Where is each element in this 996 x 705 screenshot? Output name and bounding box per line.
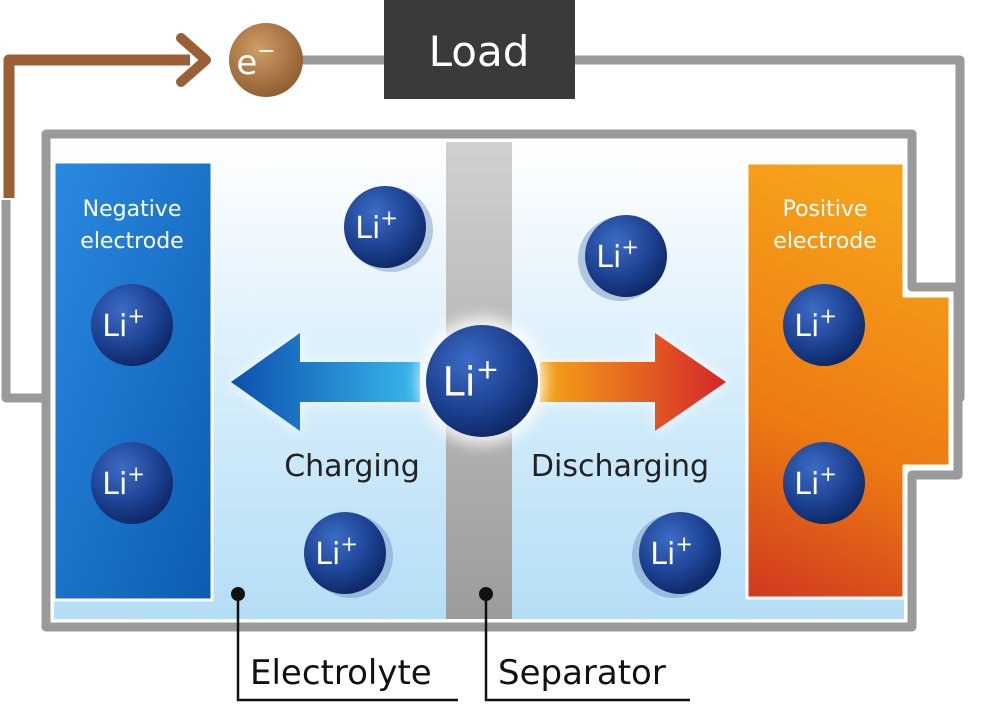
li-ion-negative-upper: Li+ xyxy=(91,284,173,366)
negative-electrode: Negative electrode xyxy=(52,160,214,602)
load-label: Load xyxy=(429,27,530,76)
li-ion-symbol: Li xyxy=(650,537,675,572)
electrolyte-callout: Electrolyte xyxy=(231,587,458,702)
svg-text:Li+: Li+ xyxy=(102,462,145,502)
svg-text:Li+: Li+ xyxy=(442,353,499,406)
li-ion-center-moving: Li+ xyxy=(418,317,546,445)
negative-electrode-label-line1: Negative xyxy=(83,197,182,222)
li-ion-positive-upper: Li+ xyxy=(783,284,865,366)
li-ion-electrolyte-top-right: Li+ xyxy=(578,215,667,301)
separator-label: Separator xyxy=(498,653,666,693)
li-ion-symbol: Li xyxy=(315,537,340,572)
li-ion-symbol: Li xyxy=(794,467,819,502)
positive-electrode-label-line1: Positive xyxy=(783,197,868,222)
discharging-arrow-icon xyxy=(540,333,726,431)
electron: e− xyxy=(229,23,303,97)
li-ion-symbol: Li xyxy=(596,240,621,275)
li-ion-symbol: Li xyxy=(442,359,475,405)
svg-text:e−: e− xyxy=(236,39,275,83)
svg-text:Li+: Li+ xyxy=(650,532,693,572)
li-ion-charge: + xyxy=(675,532,693,556)
separator-callout: Separator xyxy=(479,587,690,702)
li-ion-charge: + xyxy=(819,462,837,486)
svg-text:Li+: Li+ xyxy=(102,304,145,344)
discharging-label: Discharging xyxy=(531,449,709,484)
li-ion-positive-lower: Li+ xyxy=(783,442,865,524)
svg-text:Li+: Li+ xyxy=(315,532,358,572)
li-ion-charge: + xyxy=(621,235,639,259)
li-ion-charge: + xyxy=(340,532,358,556)
li-ion-charge: + xyxy=(127,462,145,486)
negative-electrode-label-line2: electrode xyxy=(80,229,183,254)
electron-symbol: e xyxy=(236,43,257,83)
svg-text:Li+: Li+ xyxy=(794,462,837,502)
electron-flow-arrow-icon xyxy=(176,33,211,87)
li-ion-symbol: Li xyxy=(102,467,127,502)
discharging-arrow xyxy=(540,333,726,431)
svg-text:Li+: Li+ xyxy=(596,235,639,275)
li-ion-charge: + xyxy=(819,304,837,328)
li-ion-charge: + xyxy=(127,304,145,328)
charging-arrow xyxy=(231,333,420,431)
li-ion-electrolyte-bottom-right: Li+ xyxy=(632,512,721,598)
li-ion-symbol: Li xyxy=(794,309,819,344)
li-ion-charge: + xyxy=(476,353,499,386)
svg-text:Li+: Li+ xyxy=(794,304,837,344)
li-ion-symbol: Li xyxy=(355,211,380,246)
charging-label: Charging xyxy=(284,449,420,484)
load-box: Load xyxy=(384,0,575,99)
positive-electrode: Positive electrode xyxy=(745,161,952,600)
lithium-ions: Li+Li+Li+Li+Li+Li+Li+Li+Li+ xyxy=(91,186,865,598)
electron-wire xyxy=(3,33,211,198)
charging-arrow-icon xyxy=(231,333,420,431)
li-ion-charge: + xyxy=(380,206,398,230)
li-ion-electrolyte-bottom-left: Li+ xyxy=(304,512,393,598)
li-ion-symbol: Li xyxy=(102,309,127,344)
svg-text:Li+: Li+ xyxy=(355,206,398,246)
electrolyte-label: Electrolyte xyxy=(250,653,432,693)
li-ion-negative-lower: Li+ xyxy=(91,442,173,524)
positive-electrode-label-line2: electrode xyxy=(773,229,876,254)
electron-charge: − xyxy=(257,39,275,64)
li-ion-electrolyte-top-left: Li+ xyxy=(344,186,433,272)
